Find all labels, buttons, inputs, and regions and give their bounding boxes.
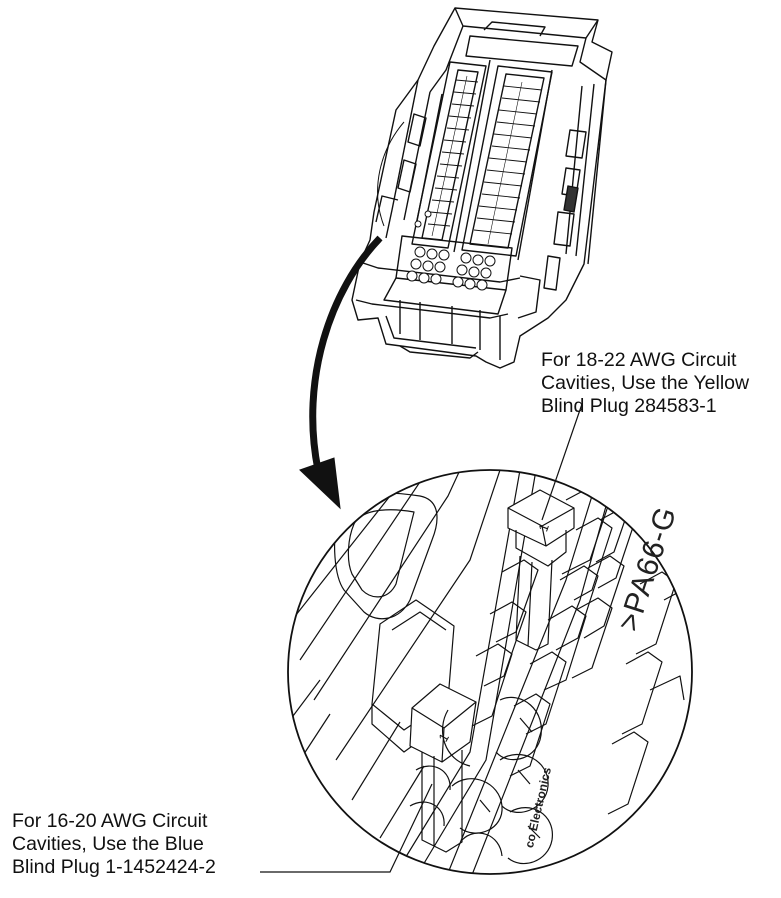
round-cavities-top [406, 210, 496, 291]
callout-yellow-line-1: For 18-22 AWG Circuit [541, 349, 737, 371]
detail-view [287, 469, 693, 875]
callout-blue-line-2: Cavities, Use the Blue [12, 833, 204, 855]
callout-yellow-plug: For 18-22 AWG Circuit Cavities, Use the … [541, 349, 749, 418]
connector-housing [351, 7, 613, 369]
magnify-arrow [299, 235, 383, 510]
callout-yellow-line-3: Blind Plug 284583-1 [541, 395, 717, 417]
callout-blue-plug: For 16-20 AWG Circuit Cavities, Use the … [12, 810, 216, 879]
callout-blue-line-3: Blind Plug 1-1452424-2 [12, 856, 216, 878]
callout-blue-line-1: For 16-20 AWG Circuit [12, 810, 208, 832]
pin-rows [427, 75, 543, 245]
leader-lines [260, 403, 583, 873]
callout-yellow-line-2: Cavities, Use the Yellow [541, 372, 750, 394]
